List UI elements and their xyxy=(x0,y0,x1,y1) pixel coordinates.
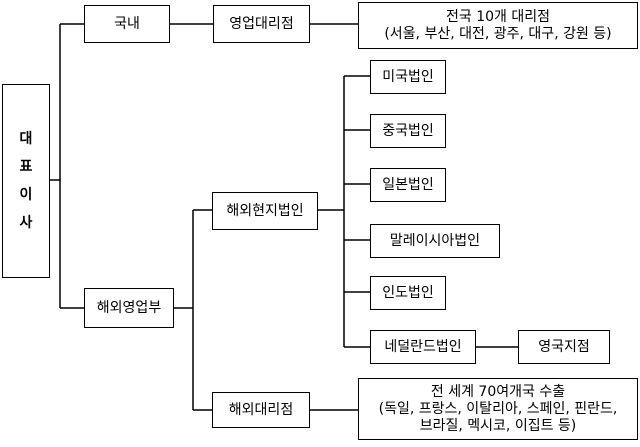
domestic-note-box: 전국 10개 대리점 (서울, 부산, 대전, 광주, 대구, 강원 등) xyxy=(358,2,638,49)
subsidiary-label: 네덜란드법인 xyxy=(384,338,462,355)
uk-branch-label: 영국지점 xyxy=(538,338,590,355)
subsidiary-label: 말레이시아법인 xyxy=(389,232,481,249)
subsidiary-label: 일본법인 xyxy=(382,176,434,193)
domestic-agency-box: 영업대리점 xyxy=(213,5,310,43)
agencies-label: 해외대리점 xyxy=(228,401,294,418)
domestic-note-line-2: (서울, 부산, 대전, 광주, 대구, 강원 등) xyxy=(384,25,612,42)
uk-branch-box: 영국지점 xyxy=(518,330,610,364)
agencies-note-line-2: (독일, 프랑스, 이탈리아, 스페인, 핀란드, xyxy=(378,400,618,417)
subsidiary-box-5: 인도법인 xyxy=(370,276,446,310)
subsidiary-box-6: 네덜란드법인 xyxy=(370,330,476,364)
domestic-note-line-1: 전국 10개 대리점 xyxy=(446,8,550,25)
subsidiaries-label: 해외현지법인 xyxy=(226,202,304,219)
agencies-note-line-1: 전 세계 70여개국 수출 xyxy=(430,383,566,400)
ceo-char-3: 이 xyxy=(19,187,33,203)
overseas-sales-box: 해외영업부 xyxy=(84,288,174,328)
ceo-char-2: 표 xyxy=(19,159,33,175)
agencies-note-line-3: 브라질, 멕시코, 이집트 등) xyxy=(419,417,577,434)
subsidiary-label: 인도법인 xyxy=(382,284,434,301)
ceo-char-1: 대 xyxy=(19,131,33,147)
subsidiary-box-2: 중국법인 xyxy=(370,114,446,148)
domestic-agency-label: 영업대리점 xyxy=(229,15,294,32)
subsidiaries-box: 해외현지법인 xyxy=(212,192,318,230)
domestic-label: 국내 xyxy=(114,15,140,32)
subsidiary-label: 미국법인 xyxy=(382,68,434,85)
subsidiary-box-1: 미국법인 xyxy=(370,60,446,94)
overseas-sales-label: 해외영업부 xyxy=(96,299,162,316)
domestic-box: 국내 xyxy=(84,5,170,43)
agencies-note-box: 전 세계 70여개국 수출 (독일, 프랑스, 이탈리아, 스페인, 핀란드, … xyxy=(358,378,638,440)
subsidiary-box-4: 말레이시아법인 xyxy=(370,224,500,258)
subsidiary-box-3: 일본법인 xyxy=(370,168,446,202)
ceo-char-4: 사 xyxy=(19,215,33,231)
subsidiary-label: 중국법인 xyxy=(382,122,434,139)
ceo-box: 대 표 이 사 xyxy=(2,84,50,278)
agencies-box: 해외대리점 xyxy=(212,392,310,428)
